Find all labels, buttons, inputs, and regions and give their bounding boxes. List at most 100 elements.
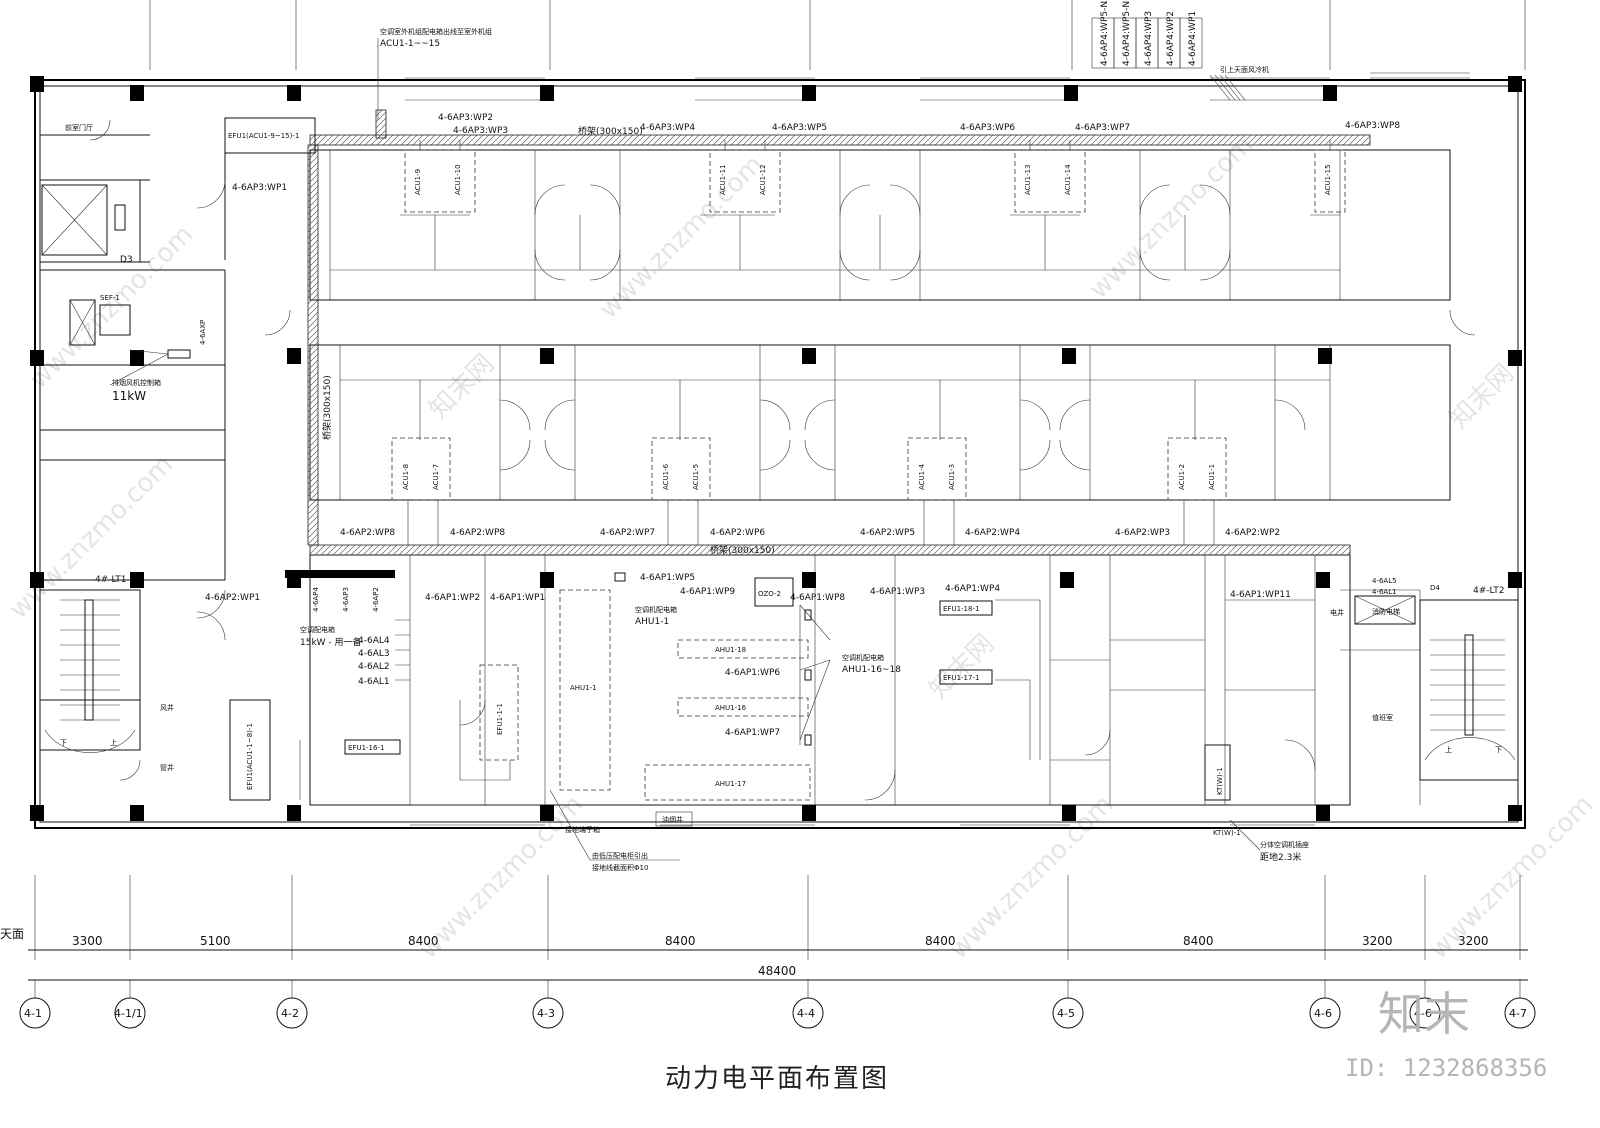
efu-units: EFU1(ACU1-9~15)-1 EFU1-1-1 EFU1(ACU1-1~8… [224,117,1041,801]
d4-label: D4 [1430,584,1440,592]
al-circuit: 4-6AL2 [358,662,390,672]
stair-up: 上 [1445,745,1452,754]
circuit-label: 4-6AP2:WP3 [1115,528,1170,538]
axis-label: 4-3 [537,1007,555,1020]
kt-note: 分体空调机插座 [1260,840,1309,849]
ap3-circuits: 4-6AP3:WP1 4-6AP3:WP2 4-6AP3:WP3 4-6AP3:… [232,113,1400,193]
circuit-label: 4-6AP2:WP2 [1225,528,1280,538]
axis-label: 4-7 [1509,1007,1527,1020]
axis-lines-top [149,0,1526,70]
room-fan: 风井 [160,703,174,712]
watermark: 知末网 [424,349,500,425]
watermark: www.znzmo.com [414,790,589,965]
acu-range: 空调室外机组配电箱出线至室外机组 ACU1-1~~15 [377,27,492,120]
right-equipment: 4-6AL5 4-6AL1 消防电梯 电井 D4 值班室 [1330,577,1440,722]
circuit-label: 4-6AP1:WP6 [725,668,780,678]
al-circuit: 4-6AL3 [358,649,390,659]
misc-equipment: OZO-2 KT(W)-1 KT(W)-1 分体空调机插座 距地2.3米 接地端… [549,577,1309,872]
al-circuit: 4-6AL4 [358,636,390,646]
site-logo: 知末 [1378,987,1470,1041]
axis-label: 4-1/1 [114,1007,143,1020]
acu-label: ACU1-6 [662,463,670,490]
watermark: www.znzmo.com [944,790,1119,965]
circuit-label: 4-6AP1:WP2 [425,593,480,603]
axis-label: 4-6 [1414,1007,1432,1020]
room-pipe: 管井 [160,763,174,772]
dim-span: 3200 [1362,934,1393,948]
top-riser: 4-6AP4:WP5-N2 4-6AP4:WP5-N1 4-6AP4:WP3 4… [1091,0,1269,101]
acu-label: ACU1-13 [1024,164,1032,195]
room-entry: 前室门厅 [65,123,93,132]
ap2-circuits: 4-6AP2:WP1 4-6AP2:WP8 4-6AP2:WP8 4-6AP2:… [205,528,1280,603]
dim-span: 8400 [1183,934,1214,948]
dim-span: 5100 [200,934,231,948]
fire-elevator: 消防电梯 [1372,607,1400,616]
acu-label: ACU1-14 [1064,164,1072,195]
d3-label: D3 [120,255,133,265]
acu-top-units: ACU1-9 ACU1-10 ACU1-11 ACU1-12 ACU1-13 A… [404,149,1346,213]
ground-note: 接地端子箱 [565,825,600,834]
circuit-label: 4-6AP1:WP8 [790,593,845,603]
dim-span: 8400 [925,934,956,948]
watermark: www.znzmo.com [1084,130,1259,305]
dim-span: 3200 [1458,934,1489,948]
axis-label: 4-4 [797,1007,815,1020]
ahu-label: AHU1-18 [715,646,746,654]
acu-label: ACU1-3 [948,464,956,490]
riser-label: 4-6AP4:WP5-N2 [1100,0,1110,66]
circuit-label: 4-6AP1:WP11 [1230,590,1291,600]
kt-label: KT(W)-1 [1213,829,1241,837]
acu-label: ACU1-5 [692,464,700,490]
axis-bubbles: 4-1 4-1/1 4-2 4-3 4-4 4-5 4-6 4-6 4-7 [19,980,1536,1029]
riser-label: 4-6AP4:WP5-N1 [1122,0,1132,66]
circuit-label: 4-6AP3:WP7 [1075,123,1130,133]
axis-label: 4-5 [1057,1007,1075,1020]
sef-label: SEF-1 [100,294,120,302]
circuit-label: 4-6AP1:WP7 [725,728,780,738]
efu-label: EFU1(ACU1-9~15)-1 [228,132,299,140]
ap1-circuits: 4-6AP1:WP2 4-6AP1:WP1 4-6AP1:WP5 4-6AP1:… [425,573,1291,738]
ahu-units: AHU1-1 AHU1-18 AHU1-16 AHU1-17 空调机配电箱 AH… [559,572,901,801]
ground-note: 由低压配电柜引出 [592,851,648,860]
ahu-label: AHU1-16 [715,704,747,712]
stair-down: 下 [1495,746,1502,754]
kt-height: 距地2.3米 [1260,851,1301,863]
circuit-label: 4-6AP2:WP4 [965,528,1020,538]
stair-right-label: 4#-LT2 [1473,586,1505,596]
oz-label: OZO-2 [758,590,781,598]
drawing-title: 动力电平面布置图 [665,1064,889,1094]
acu-range-note: 空调室外机组配电箱出线至室外机组 [380,27,492,36]
axis-label: 4-6 [1314,1007,1332,1020]
room-grid [89,72,1476,826]
stair-right: 4#-LT2 上 下 [1419,586,1519,781]
ap-panel: 4-6AP2 [372,587,380,612]
dim-span: 8400 [408,934,439,948]
dim-total: 48400 [758,964,796,978]
ahu-box-label: AHU1-1 [635,617,669,627]
al-right: 4-6AL5 [1372,577,1397,585]
al-right: 4-6AL1 [1372,588,1397,596]
acu-label: ACU1-12 [759,164,767,195]
cable-tray-top [309,134,1371,146]
circuit-label: 4-6AP3:WP5 [772,123,827,133]
acu-label: ACU1-8 [402,464,410,490]
acu-label: ACU1-9 [414,169,422,195]
tray-mid-label: 桥架(300x150) [710,544,775,556]
axp-label: 4-6AXP [199,320,207,345]
oil-well: 油烟井 [662,815,683,824]
exhaust-kw: 11kW [112,389,146,403]
acu-label: ACU1-1 [1208,464,1216,490]
circuit-label: 4-6AP2:WP5 [860,528,915,538]
al-circuit: 4-6AL1 [358,677,390,687]
efu-label: EFU1-1-1 [496,703,504,735]
ap-panel-kw: 15kW - 用一备 [300,636,362,648]
feed-lines [407,140,1331,545]
watermark: 知末网 [1444,359,1520,435]
acu-label: ACU1-15 [1324,164,1332,195]
riser-label: 4-6AP4:WP3 [1144,11,1154,66]
riser-label: 4-6AP4:WP2 [1166,11,1176,66]
stair-up: 上 [110,738,117,747]
axis-label: 4-1 [24,1007,42,1020]
acu-range-label: ACU1-1~~15 [380,39,440,49]
riser-label: 4-6AP4:WP1 [1188,11,1198,66]
